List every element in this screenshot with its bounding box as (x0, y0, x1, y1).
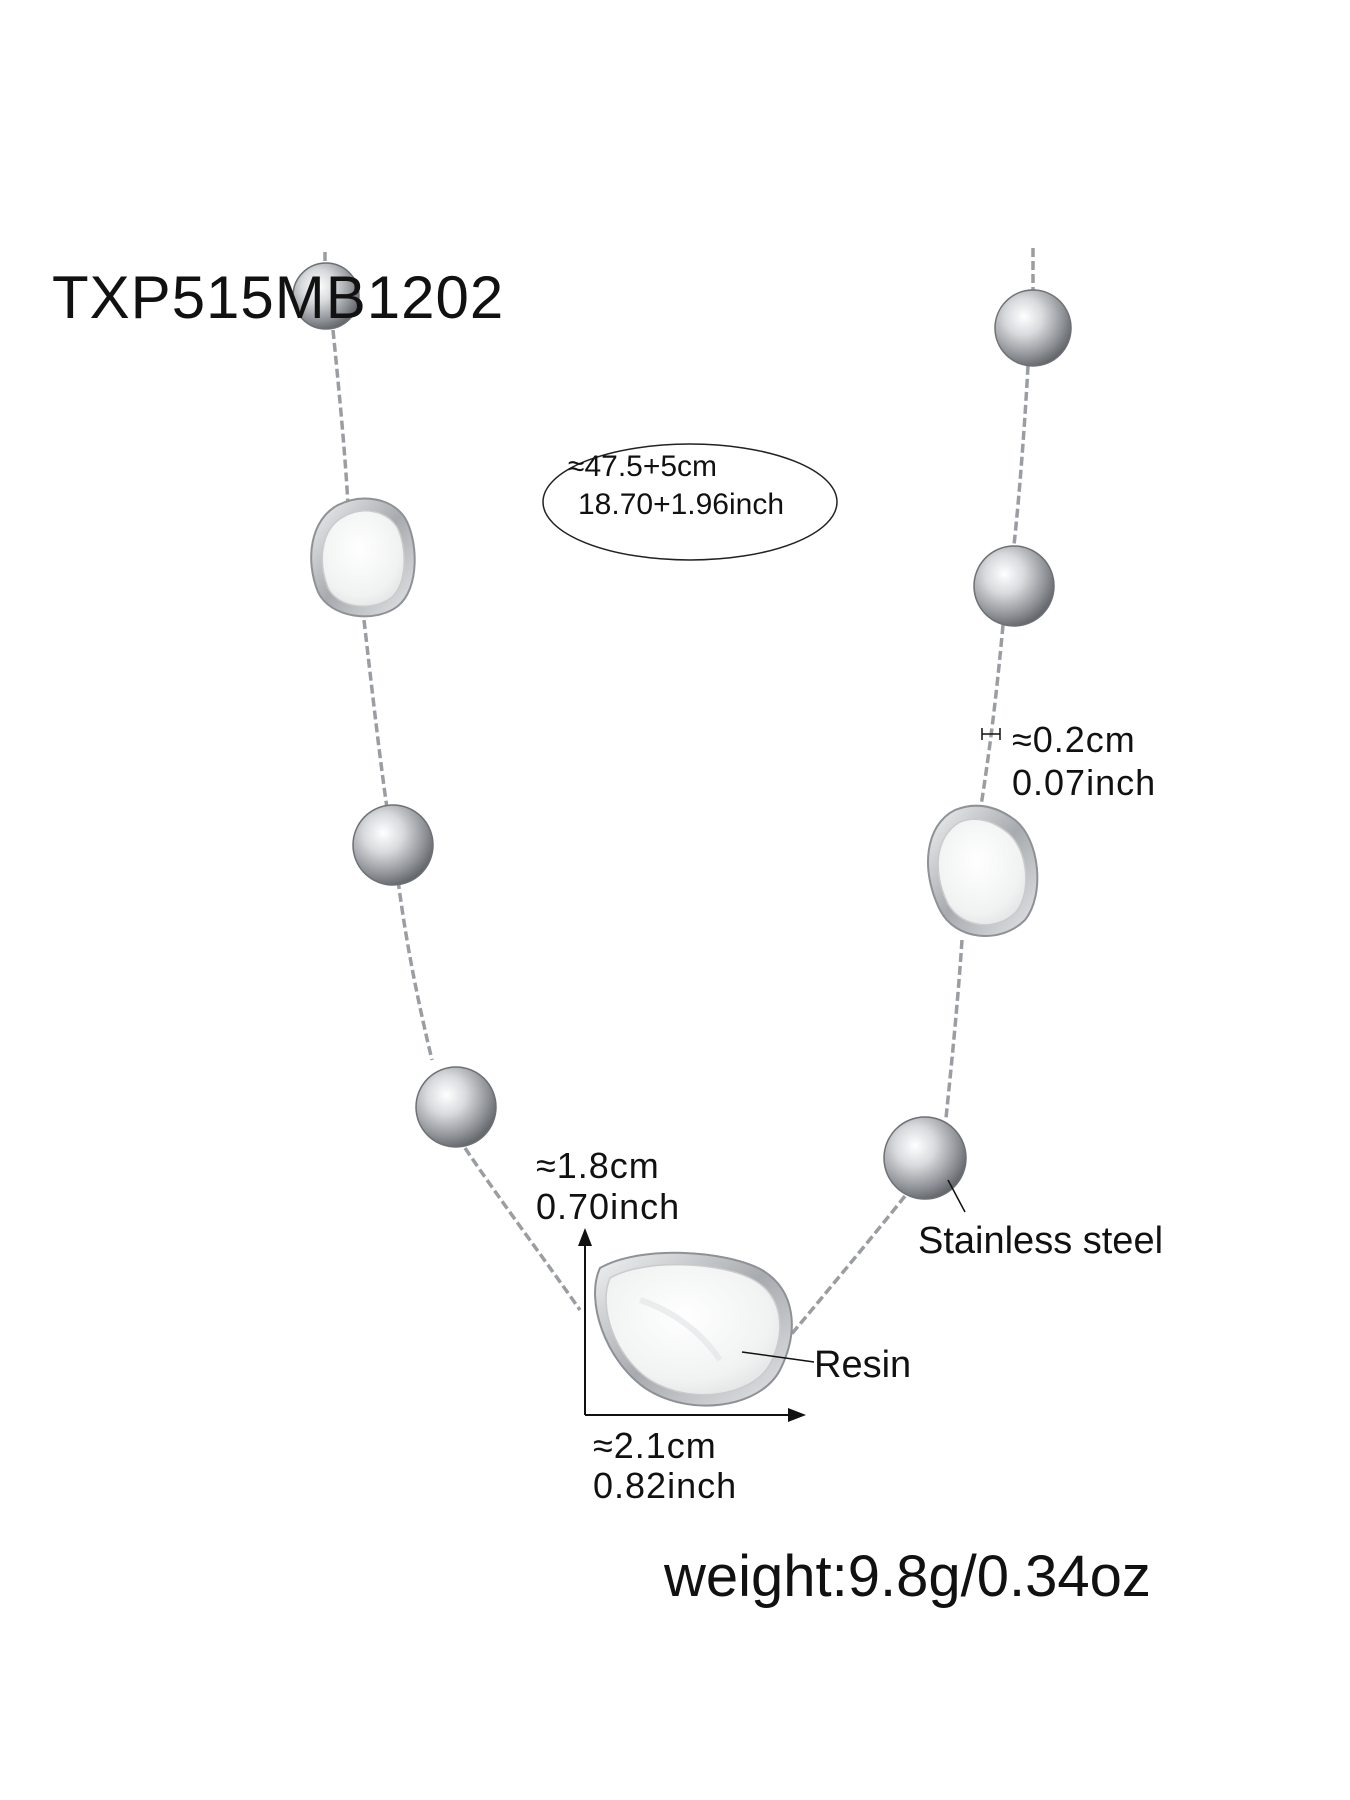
weight-label: weight:9.8g/0.34oz (664, 1544, 1151, 1609)
material-bead-label: Stainless steel (918, 1220, 1164, 1262)
chain-left (323, 252, 582, 1312)
bead (973, 545, 1055, 627)
length-inch-label: 18.70+1.96inch (578, 488, 785, 521)
dimension-arrows (578, 1228, 806, 1422)
bead (352, 804, 434, 886)
length-cm-label: ≈47.5+5cm (568, 450, 718, 483)
resin-stone-right (927, 804, 1039, 937)
bead (994, 289, 1072, 367)
pendant-width-inch-label: 0.82inch (593, 1465, 738, 1506)
resin-pendant (594, 1251, 793, 1407)
bead (292, 262, 360, 330)
chain-width-cm-label: ≈0.2cm (1012, 719, 1136, 760)
bead-group (292, 262, 1072, 1200)
pendant-height-inch-label: 0.70inch (536, 1186, 681, 1227)
product-code: TXP515MB1202 (52, 264, 505, 331)
bead (415, 1066, 497, 1148)
bead (883, 1116, 967, 1200)
material-stone-label: Resin (814, 1344, 912, 1386)
chain-right (778, 248, 1035, 1350)
chain-width-inch-label: 0.07inch (1012, 762, 1157, 803)
resin-stone-small (310, 497, 416, 618)
leader-lines (741, 1179, 966, 1363)
pendant-width-cm-label: ≈2.1cm (593, 1425, 717, 1466)
pendant-height-cm-label: ≈1.8cm (536, 1145, 660, 1186)
length-ellipse (542, 443, 838, 561)
chain-width-marker (981, 728, 1001, 740)
